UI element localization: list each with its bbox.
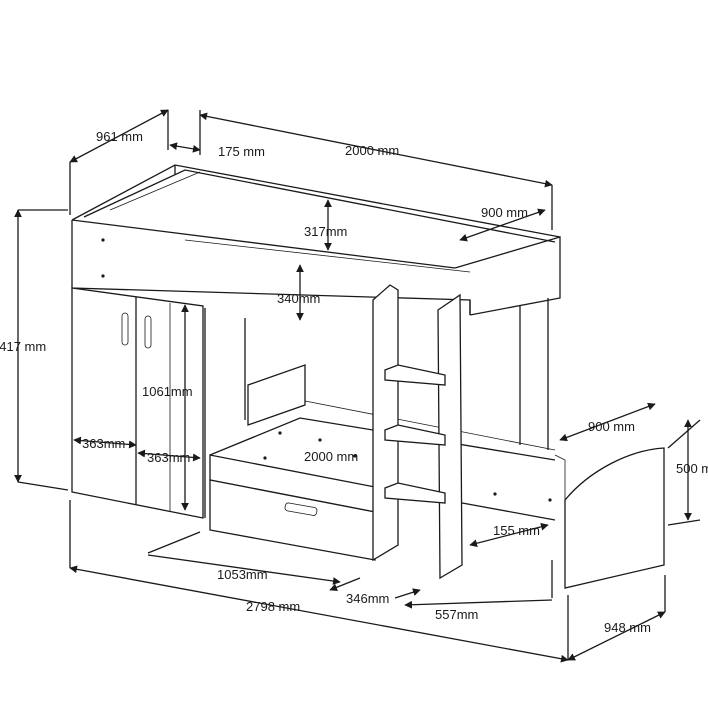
label-base-length: 1053mm — [217, 567, 268, 582]
label-guard-height: 340mm — [277, 291, 320, 306]
label-total-length: 2798 mm — [246, 599, 300, 614]
label-headboard-height: 500 mm — [676, 461, 708, 476]
dimension-lines — [14, 109, 701, 663]
label-total-height: 1417 mm — [0, 339, 46, 354]
label-total-depth: 948 mm — [604, 620, 651, 635]
label-lower-width: 900 mm — [588, 419, 635, 434]
label-top-width: 900 mm — [481, 205, 528, 220]
label-top-depth: 961 mm — [96, 129, 143, 144]
label-top-length: 2000 mm — [345, 143, 399, 158]
label-lower-length: 2000 mm — [304, 449, 358, 464]
label-top-guard: 317mm — [304, 224, 347, 239]
dimension-labels: 961 mm 175 mm 2000 mm 900 mm 317mm 1417 … — [0, 129, 708, 635]
bed-frame — [71, 164, 665, 589]
label-step-offset: 557mm — [435, 607, 478, 622]
label-door-width-2: 363mm — [147, 450, 190, 465]
label-drawer-gap: 155 mm — [493, 523, 540, 538]
label-ladder-width: 346mm — [346, 591, 389, 606]
label-offset: 175 mm — [218, 144, 265, 159]
label-door-width-1: 363mm — [82, 436, 125, 451]
label-wardrobe-height: 1061mm — [142, 384, 193, 399]
